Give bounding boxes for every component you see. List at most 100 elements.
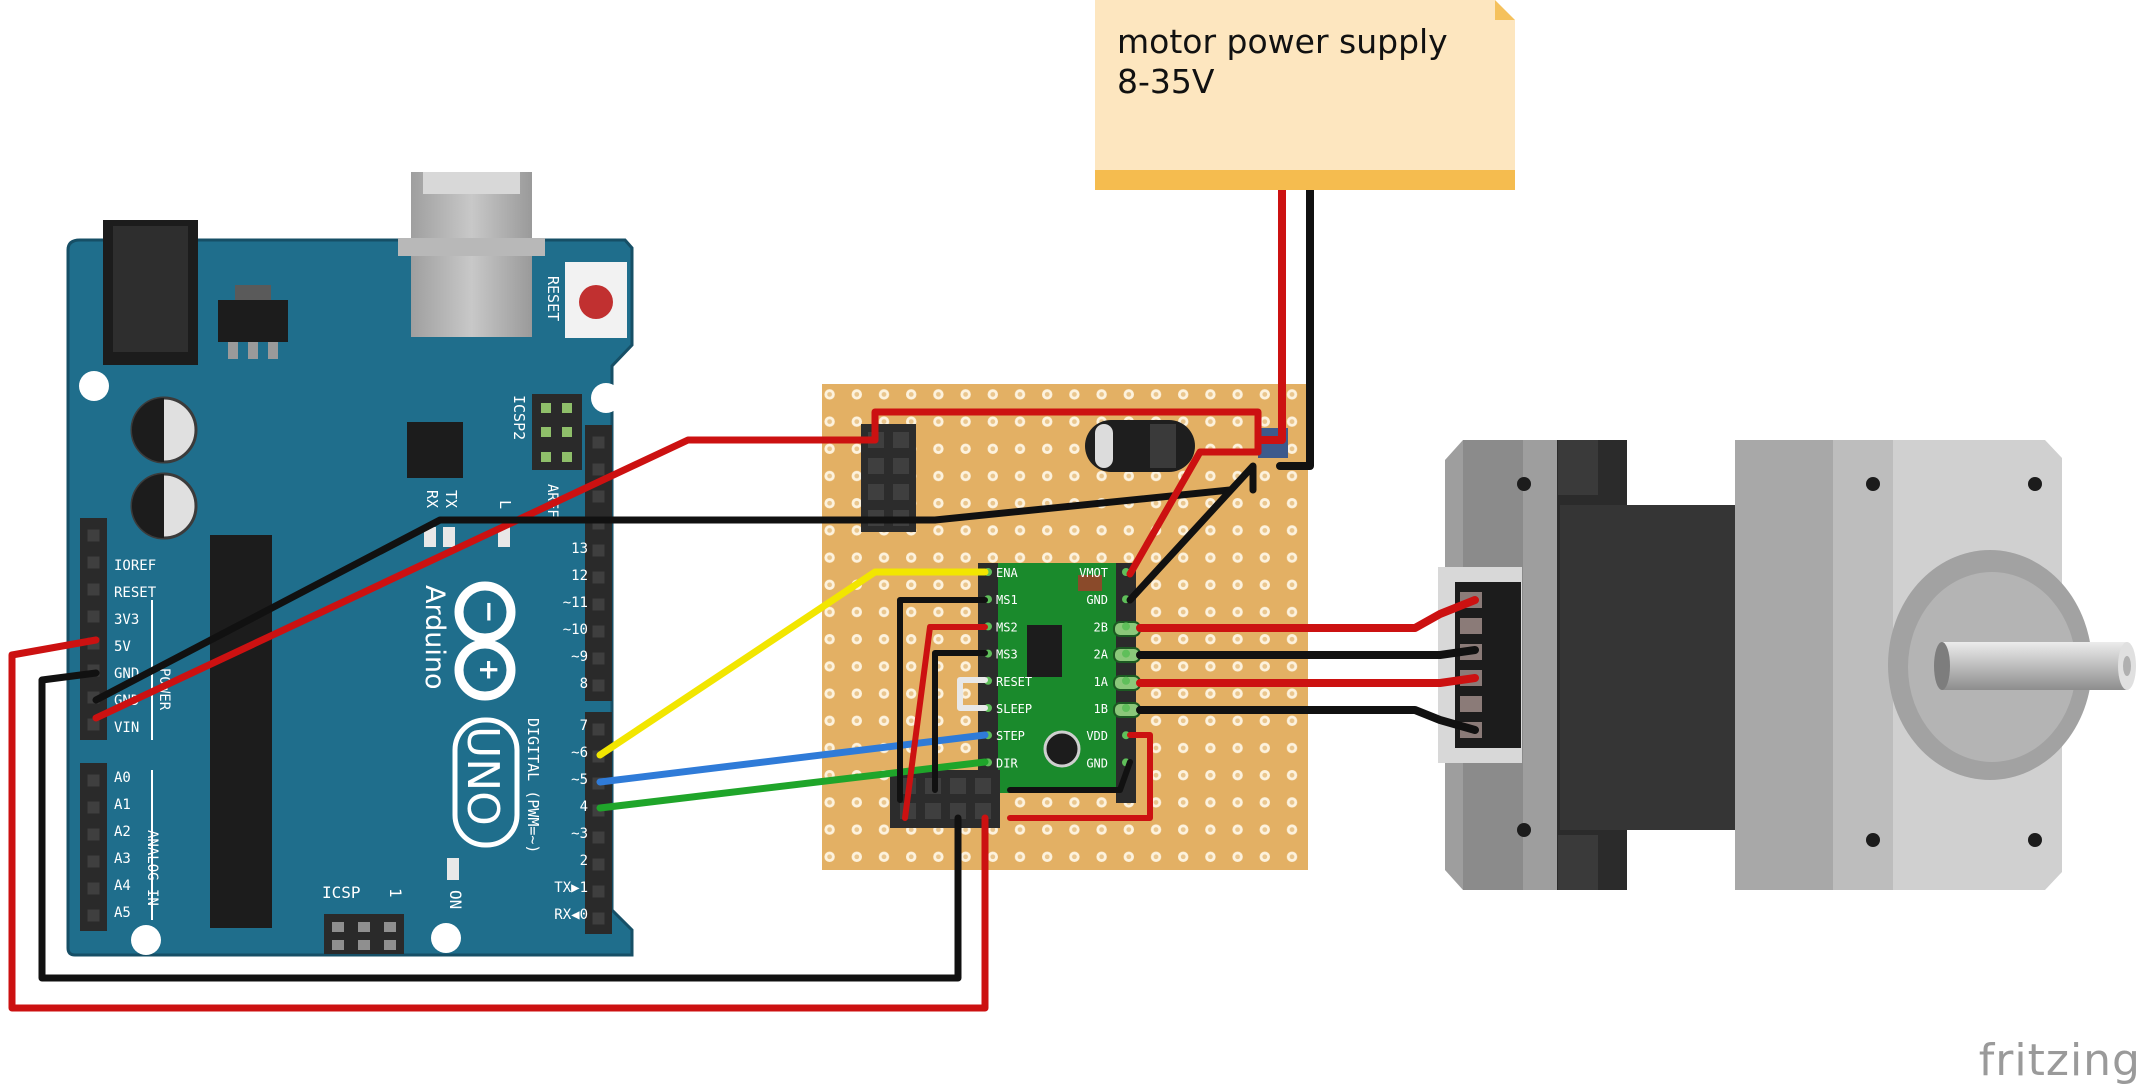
digital-header-top-pin bbox=[592, 679, 605, 692]
wire-2a-black bbox=[1136, 646, 1479, 659]
wire-driver-gnd-black bbox=[1126, 462, 1257, 604]
power-header bbox=[80, 518, 107, 740]
digital-header-bottom-pin bbox=[592, 885, 605, 898]
icsp-pin1-label: 1 bbox=[386, 888, 405, 898]
analog-header bbox=[80, 763, 107, 931]
wire-ms-red bbox=[902, 624, 988, 821]
pin-label: 12 bbox=[571, 568, 588, 584]
driver-pin-label: 1B bbox=[1094, 702, 1108, 716]
arduino-brand-label: Arduino bbox=[419, 585, 450, 689]
pin-label: A3 bbox=[114, 851, 131, 867]
digital-header-top-pin bbox=[592, 598, 605, 611]
wire-ms-black bbox=[897, 597, 988, 803]
wire-reset-sleep-loop bbox=[957, 677, 988, 711]
uno-label: UNO bbox=[457, 726, 508, 826]
driver-pin-label: VMOT bbox=[1079, 566, 1108, 580]
pin-label: ~9 bbox=[571, 649, 588, 665]
driver-pin-label: 2B bbox=[1094, 620, 1108, 634]
reset-label: RESET bbox=[544, 276, 562, 321]
digital-header-top-pin bbox=[592, 490, 605, 503]
wire-gnd-loop-black bbox=[38, 669, 962, 982]
note-bottom-bar bbox=[1095, 170, 1515, 190]
pin-label: ~6 bbox=[571, 745, 588, 761]
digital-header-bottom-pin bbox=[592, 912, 605, 925]
wires bbox=[8, 186, 1479, 1012]
pin-label: A4 bbox=[114, 878, 131, 894]
wire-5v-red bbox=[8, 636, 989, 1012]
digital-header-top-pin bbox=[592, 463, 605, 476]
pin-label: A0 bbox=[114, 770, 131, 786]
fritzing-watermark: fritzing bbox=[1978, 1035, 2141, 1086]
driver-pin-label: RESET bbox=[996, 675, 1032, 689]
wire-2b-red bbox=[1136, 596, 1479, 632]
driver-pin-label: MS2 bbox=[996, 620, 1018, 634]
driver-pin-label: 2A bbox=[1094, 648, 1109, 662]
wire-supply-red bbox=[1258, 186, 1286, 444]
wire-ms-black2 bbox=[932, 650, 988, 793]
wire-supply-black bbox=[1276, 186, 1314, 470]
pin-label: 5V bbox=[114, 639, 131, 655]
analog-header-pin bbox=[87, 801, 100, 814]
pin-label: RX◀0 bbox=[554, 907, 588, 923]
power-supply-voltage: 8-35V bbox=[1117, 62, 1215, 101]
analog-header-pin bbox=[87, 882, 100, 895]
arduino-uno-board: RESET ICSP2 ICSP 1 ON TX RX bbox=[66, 172, 634, 957]
pin-label: IOREF bbox=[114, 558, 156, 574]
driver-pin-label: STEP bbox=[996, 729, 1025, 743]
pin-label: ~10 bbox=[563, 622, 588, 638]
stepper-motor bbox=[1438, 440, 2136, 890]
driver-right-pin bbox=[1122, 649, 1130, 658]
wire-ena-yellow bbox=[596, 568, 989, 759]
digital-header-bottom-pin bbox=[592, 723, 605, 736]
power-header-pin bbox=[87, 529, 100, 542]
pin-label: ~3 bbox=[571, 826, 588, 842]
note-folded-corner bbox=[1495, 0, 1515, 20]
arduino-infinity-logo bbox=[454, 581, 516, 701]
icsp2-label: ICSP2 bbox=[510, 395, 528, 440]
pin-label: ~5 bbox=[571, 772, 588, 788]
pin-label: 7 bbox=[580, 718, 588, 734]
wire-top-red bbox=[871, 408, 1262, 456]
driver-right-pin bbox=[1122, 704, 1130, 712]
digital-header-bottom-pin bbox=[592, 858, 605, 871]
driver-pin-label: MS1 bbox=[996, 593, 1018, 607]
l-label: L bbox=[496, 500, 514, 509]
driver-right-pin bbox=[1122, 676, 1130, 685]
pin-label: 3V3 bbox=[114, 612, 139, 628]
pin-label: VIN bbox=[114, 720, 139, 736]
rx-label: RX bbox=[423, 490, 441, 508]
driver-pin-label: DIR bbox=[996, 756, 1018, 770]
wire-1a-red bbox=[1136, 674, 1479, 687]
wire-vdd-red bbox=[1007, 732, 1153, 821]
driver-pin-label: GND bbox=[1086, 756, 1108, 770]
digital-header-top-pin bbox=[592, 625, 605, 638]
wire-gnd-black bbox=[92, 486, 1234, 704]
wire-step-blue bbox=[596, 731, 989, 786]
wire-1b-black bbox=[1136, 706, 1479, 734]
digital-header-bottom-pin bbox=[592, 831, 605, 844]
pin-label: TX▶1 bbox=[554, 880, 588, 896]
digital-header-top-pin bbox=[592, 652, 605, 665]
wire-dir-green bbox=[596, 758, 989, 812]
power-supply-title: motor power supply bbox=[1117, 22, 1448, 61]
pin-label: A5 bbox=[114, 905, 131, 921]
pin-label: 13 bbox=[571, 541, 588, 557]
driver-pin-label: GND bbox=[1086, 593, 1108, 607]
driver-pin-label: SLEEP bbox=[996, 702, 1032, 716]
digital-label: DIGITAL (PWM=~) bbox=[524, 718, 542, 853]
pin-label: RESET bbox=[114, 585, 157, 601]
on-label: ON bbox=[446, 890, 465, 909]
driver-pin-label: ENA bbox=[996, 566, 1018, 580]
analog-header-pin bbox=[87, 828, 100, 841]
power-header-pin bbox=[87, 610, 100, 623]
pin-label: 2 bbox=[580, 853, 588, 869]
driver-pin-label: VDD bbox=[1086, 729, 1108, 743]
pin-label: 4 bbox=[580, 799, 588, 815]
wire-vmot-red bbox=[1126, 448, 1262, 578]
motor-power-supply-note: motor power supply 8-35V bbox=[1095, 0, 1515, 190]
pin-label: A2 bbox=[114, 824, 131, 840]
analog-header-pin bbox=[87, 774, 100, 787]
driver-pin-label: MS3 bbox=[996, 648, 1018, 662]
digital-header-top-pin bbox=[592, 544, 605, 557]
